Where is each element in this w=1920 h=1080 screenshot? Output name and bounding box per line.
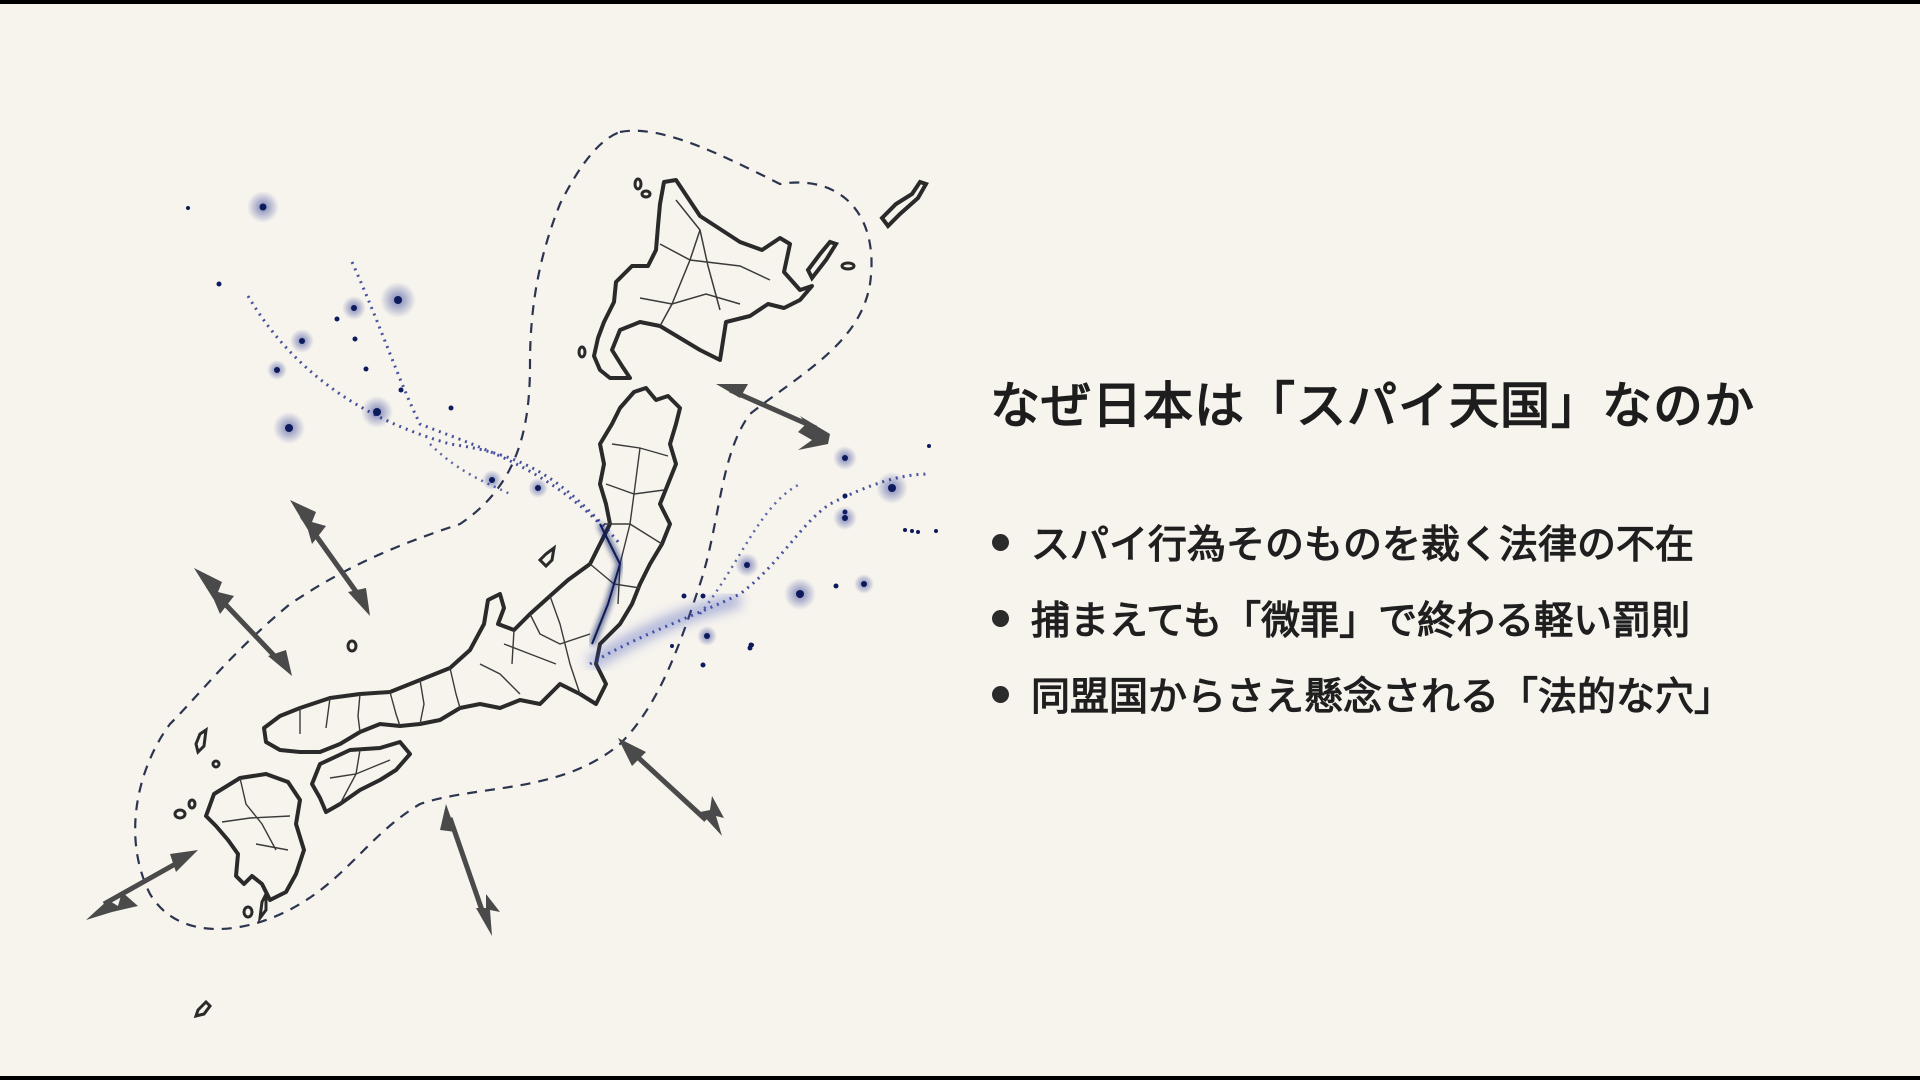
arrow-northeast [716,384,830,450]
bullet-dot-icon [992,609,1009,627]
arrow-southeast [618,738,724,836]
bullet-item: スパイ行為そのものを裁く法律の不在 [992,504,1733,580]
slide-title: なぜ日本は「スパイ天国」なのか [990,376,1755,435]
bullet-text: 同盟国からさえ懸念される「法的な穴」 [1031,675,1734,720]
slide: なぜ日本は「スパイ天国」なのか スパイ行為そのものを裁く法律の不在 捕まえても「… [0,4,1920,1076]
bullet-list: スパイ行為そのものを裁く法律の不在 捕まえても「微罪」で終わる軽い罰則 同盟国か… [992,504,1733,732]
bullet-text: 捕まえても「微罪」で終わる軽い罰則 [1031,599,1691,644]
arrow-southwest [86,850,198,920]
japan-map [86,129,938,1019]
bullet-item: 同盟国からさえ懸念される「法的な穴」 [992,656,1733,732]
arrow-west [194,568,292,676]
inbound-arrows [86,384,830,936]
bullet-dot-icon [992,533,1009,551]
kyushu-outline [204,772,306,902]
dashed-boundary [134,129,873,931]
honshu-outline [262,386,682,754]
shikoku-outline [310,740,412,814]
kuril-islands [805,179,929,282]
bullet-dot-icon [992,685,1009,703]
bullet-text: スパイ行為そのものを裁く法律の不在 [1031,523,1695,568]
arrow-northwest [290,500,370,616]
signal-dots [186,191,938,668]
hokkaido-outline [592,178,814,380]
signal-trails [246,261,931,671]
bullet-item: 捕まえても「微罪」で終わる軽い罰則 [992,580,1733,656]
arrow-south [440,804,500,936]
